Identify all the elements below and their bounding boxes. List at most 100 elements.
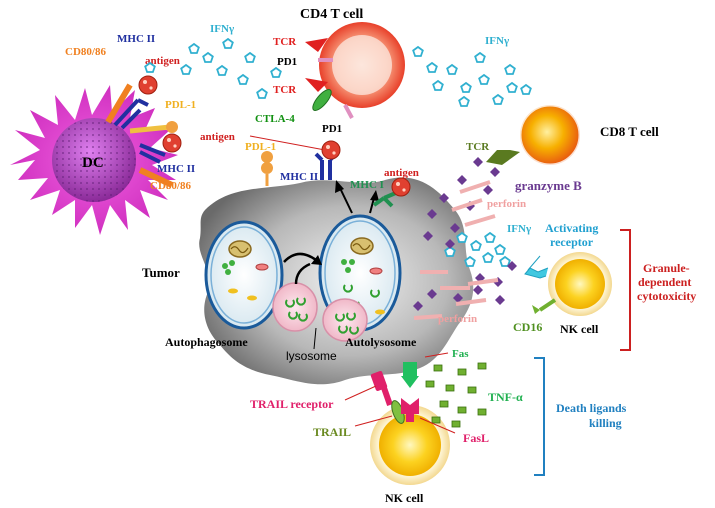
granzyme-icon xyxy=(483,185,493,195)
ifn-gamma-icon xyxy=(216,64,228,76)
ctla4-label: CTLA-4 xyxy=(255,113,295,125)
death-label-1: Death ligands xyxy=(556,401,627,415)
ifn-gamma-icon xyxy=(426,61,438,73)
tnf-alpha-icon xyxy=(425,380,435,388)
perforin-icon xyxy=(413,314,443,320)
nk-cell-right xyxy=(524,252,612,316)
perforin-label-2: perforin xyxy=(438,313,477,325)
ifn-gamma-icon xyxy=(499,255,511,267)
tnf-alpha-icon xyxy=(431,416,441,424)
perforin-label-1: perforin xyxy=(487,198,526,210)
ifn-gamma-icon xyxy=(412,45,424,57)
activating-label-2: receptor xyxy=(550,235,594,249)
ifn-gamma-icon xyxy=(222,37,234,49)
granzyme-icon xyxy=(457,175,467,185)
nk-cell-bottom-label: NK cell xyxy=(385,491,424,505)
autolysosome-label: Autolysosome xyxy=(345,335,417,349)
autophagosome-label: Autophagosome xyxy=(165,335,248,349)
antigen-connector xyxy=(249,135,326,151)
presentation-arrowhead-right xyxy=(370,190,379,201)
fasl-pointer xyxy=(419,417,456,434)
ifn-gamma-icon xyxy=(432,79,444,91)
granule-label-2: dependent xyxy=(638,275,691,289)
perforin-icon xyxy=(451,198,483,212)
antigen-icon xyxy=(391,177,411,197)
granzyme-icon xyxy=(453,293,463,303)
tnf-label: TNF-α xyxy=(488,390,523,404)
granzyme-icon xyxy=(413,301,423,311)
pd1-2-label: PD1 xyxy=(322,123,342,135)
tumor-pdl1 xyxy=(261,151,273,186)
antigen-icon xyxy=(138,75,158,95)
ifn-gamma-icon xyxy=(270,66,282,78)
dc-label: DC xyxy=(82,155,104,171)
pdl1-dc-label: PDL-1 xyxy=(165,99,196,111)
tnf-alpha-icon xyxy=(457,406,467,414)
tnf-alpha-icon xyxy=(467,386,477,394)
ifn-gamma-icon xyxy=(474,51,486,63)
trail-label: TRAIL xyxy=(313,425,351,439)
granzyme-icon xyxy=(439,193,449,203)
tnf-alpha-icon xyxy=(451,420,461,428)
tcr-cd8-label: TCR xyxy=(466,141,490,153)
granule-label-3: cytotoxicity xyxy=(637,289,696,303)
antigen-icon xyxy=(162,133,182,153)
cd8-title: CD8 T cell xyxy=(600,124,659,139)
granzyme-icon xyxy=(450,223,460,233)
fas-receptor xyxy=(401,362,419,388)
tcr-2-label: TCR xyxy=(273,84,297,96)
granule-bracket xyxy=(620,229,631,351)
mhc1-label: MHC I xyxy=(350,179,384,191)
mhc2-tumor-label: MHC II xyxy=(280,171,318,183)
cd4-title: CD4 T cell xyxy=(300,7,363,22)
autophagosome xyxy=(204,220,284,330)
ifn-gamma-icon xyxy=(504,63,516,75)
antigen-dc-label: antigen xyxy=(145,55,180,67)
perforin-icon xyxy=(467,278,499,286)
activating-label-1: Activating xyxy=(545,221,598,235)
ifn-label-1: IFNγ xyxy=(210,23,234,35)
presentation-arrowhead-left xyxy=(335,180,344,193)
granzyme-icon xyxy=(427,289,437,299)
perforin-icon xyxy=(459,180,491,194)
fusion-arrowhead xyxy=(311,255,322,265)
trail-receptor-pointer xyxy=(344,385,377,401)
tnf-alpha-icon xyxy=(439,400,449,408)
activating-pointer xyxy=(527,255,541,271)
ifn-gamma-icon xyxy=(244,51,256,63)
trail-pointer xyxy=(354,415,393,427)
perforin-icon xyxy=(464,214,496,227)
granzyme-icon xyxy=(473,157,483,167)
ifn-gamma-icon xyxy=(188,42,200,54)
trail-receptor-label: TRAIL receptor xyxy=(250,397,334,411)
presentation-arrow-right xyxy=(369,197,375,214)
granzyme-icon xyxy=(490,167,500,177)
antigen-mid-label: antigen xyxy=(200,131,235,143)
mhc2-top-label: MHC II xyxy=(117,33,155,45)
presentation-arrow-left xyxy=(339,187,353,214)
granzyme-icon xyxy=(473,285,483,295)
dc-receptors xyxy=(105,83,178,188)
lysosome-pointer xyxy=(313,327,317,350)
tnf-alpha-icon xyxy=(477,362,487,370)
lysosome-group xyxy=(272,282,368,342)
cd4-t-cell xyxy=(305,22,405,119)
ifn-gamma-icon xyxy=(478,73,490,85)
cd80-top-label: CD80/86 xyxy=(65,46,106,58)
tcr-1-label: TCR xyxy=(273,36,297,48)
mhc2-dc-bottom-label: MHC II xyxy=(157,163,195,175)
nk-cell-bottom xyxy=(370,405,450,485)
ifn-gamma-icon xyxy=(458,95,470,107)
lysosome-merge-arc xyxy=(294,262,311,285)
nk-cell-right-label: NK cell xyxy=(560,322,599,336)
granzyme-icon xyxy=(427,209,437,219)
tnf-alpha-icon xyxy=(445,384,455,392)
fas-label: Fas xyxy=(452,348,469,360)
tnf-alpha-icon xyxy=(457,368,467,376)
ifn-gamma-icon xyxy=(256,87,268,99)
tnf-alpha-molecules xyxy=(425,362,487,428)
ifn-gamma-icon xyxy=(482,251,494,263)
ifn-gamma-icon xyxy=(460,81,472,93)
ifn-gamma-icon xyxy=(464,255,476,267)
